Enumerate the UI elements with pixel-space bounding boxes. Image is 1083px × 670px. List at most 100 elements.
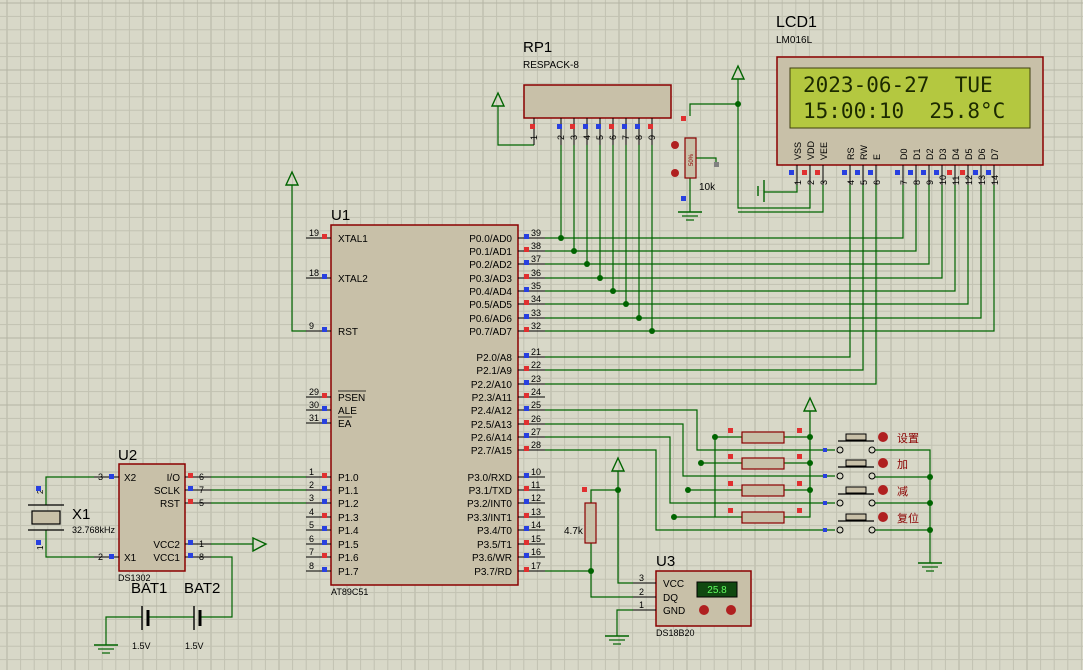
u3-pin-number: 1 bbox=[639, 600, 644, 610]
switch-knob-icon[interactable] bbox=[878, 512, 888, 522]
u1-pin-marker bbox=[322, 553, 327, 558]
wire bbox=[291, 185, 306, 332]
button-2[interactable]: 加 bbox=[728, 454, 908, 480]
button-label: 复位 bbox=[897, 511, 919, 525]
r-pullup-body bbox=[584, 502, 597, 544]
button-pin-marker bbox=[797, 508, 802, 513]
u1-pin-marker bbox=[524, 353, 529, 358]
switch-knob-icon[interactable] bbox=[878, 432, 888, 442]
u1-pin-name: ALE bbox=[338, 406, 357, 417]
u3-pin-name: DQ bbox=[663, 593, 678, 604]
bat2[interactable]: BAT2 1.5V bbox=[184, 580, 220, 651]
u1-pin-number: 24 bbox=[531, 387, 541, 397]
u3-pin-number: 3 bbox=[639, 573, 644, 583]
junction-dot bbox=[698, 460, 704, 466]
wire bbox=[616, 609, 633, 636]
u1-pin-marker bbox=[524, 274, 529, 279]
u1-pin-number: 25 bbox=[531, 400, 541, 410]
wire bbox=[200, 556, 233, 618]
u2-pin-number: 6 bbox=[199, 472, 204, 482]
rp1-pin-number: 6 bbox=[608, 135, 618, 140]
u1-pin-number: 14 bbox=[531, 520, 541, 530]
rp1-pin-marker bbox=[570, 124, 575, 129]
u1-pin-marker bbox=[524, 540, 529, 545]
wire bbox=[545, 185, 982, 319]
u1-pin-name: P3.0/RXD bbox=[468, 473, 512, 484]
u2-pin-marker bbox=[188, 499, 193, 504]
u1-pin-marker bbox=[322, 540, 327, 545]
u1-pin-number: 38 bbox=[531, 241, 541, 251]
rp1-pin-marker bbox=[583, 124, 588, 129]
junction-dot bbox=[807, 460, 813, 466]
u1-pin-name: P1.5 bbox=[338, 540, 359, 551]
u2-pin-marker bbox=[188, 540, 193, 545]
button-1[interactable]: 设置 bbox=[728, 428, 919, 454]
rp1-ref: RP1 bbox=[523, 39, 552, 56]
u1-pin-name: P3.1/TXD bbox=[469, 486, 512, 497]
lcd1-pin-number: 4 bbox=[846, 180, 856, 185]
x1-freq: 32.768kHz bbox=[72, 525, 116, 535]
junction-dot bbox=[927, 527, 933, 533]
switch-cap bbox=[845, 486, 867, 494]
u1-pin-name: P0.0/AD0 bbox=[469, 234, 512, 245]
rp1-pin-marker bbox=[557, 124, 562, 129]
u1-pin-name: P1.0 bbox=[338, 473, 359, 484]
rp1-pin-marker bbox=[530, 124, 535, 129]
u3-btn-down[interactable] bbox=[699, 605, 709, 615]
wire bbox=[784, 411, 811, 438]
u1-pin-marker bbox=[524, 234, 529, 239]
u2-pin-marker bbox=[109, 554, 114, 559]
switch-knob-icon[interactable] bbox=[878, 458, 888, 468]
rp1-pin-number: 2 bbox=[556, 135, 566, 140]
switch-cap bbox=[845, 433, 867, 441]
rp1-pin-number: 9 bbox=[647, 135, 657, 140]
lcd1[interactable]: LCD1 LM016L 2023-06-27 TUE 15:00:10 25.8… bbox=[776, 14, 1044, 185]
u1-pin-name: P3.3/INT1 bbox=[467, 513, 512, 524]
u1-pin-name: P0.3/AD3 bbox=[469, 274, 512, 285]
lcd1-line2: 15:00:10 25.8°C bbox=[803, 99, 1005, 123]
x1-crystal[interactable]: X1 32.768kHz 2 1 bbox=[28, 486, 116, 550]
u1-pin-number: 31 bbox=[309, 413, 319, 423]
wire bbox=[590, 471, 619, 503]
u1-pin-marker bbox=[322, 513, 327, 518]
wire bbox=[875, 449, 931, 563]
button-4[interactable]: 复位 bbox=[728, 508, 919, 534]
u1-pin-marker bbox=[524, 393, 529, 398]
lcd1-pin-marker bbox=[815, 170, 820, 175]
u1-pin-number: 37 bbox=[531, 254, 541, 264]
bat2-value: 1.5V bbox=[185, 641, 204, 651]
lcd1-pin-marker bbox=[802, 170, 807, 175]
rp1-pin-marker bbox=[635, 124, 640, 129]
button-3[interactable]: 减 bbox=[728, 481, 908, 507]
u1-pin-number: 29 bbox=[309, 387, 319, 397]
u1-pin-name: P1.4 bbox=[338, 526, 359, 537]
u1-pin-name: P3.2/INT0 bbox=[467, 499, 512, 510]
u1-mcu[interactable]: U1 AT89C51 19XTAL118XTAL29RST29PSEN30ALE… bbox=[306, 207, 545, 597]
potentiometer[interactable]: 50% 10k bbox=[671, 116, 719, 201]
wire bbox=[738, 185, 824, 213]
resistor-4k7[interactable]: 4.7k bbox=[564, 487, 597, 544]
button-label: 加 bbox=[897, 458, 908, 471]
u3-btn-up[interactable] bbox=[726, 605, 736, 615]
power-arrow-icon bbox=[730, 64, 746, 80]
u3-reading: 25.8 bbox=[707, 585, 727, 596]
u3-ref: U3 bbox=[656, 553, 675, 570]
u1-pin-name: P0.1/AD1 bbox=[469, 247, 512, 258]
lcd1-pin-name: VEE bbox=[819, 142, 829, 160]
u1-pin-marker bbox=[524, 526, 529, 531]
button-pin-marker bbox=[823, 501, 827, 505]
pot-probe-bottom bbox=[671, 169, 679, 177]
u2-pin-name: I/O bbox=[167, 473, 181, 484]
u1-pin-marker bbox=[524, 473, 529, 478]
lcd1-pin-marker bbox=[947, 170, 952, 175]
u1-pin-number: 32 bbox=[531, 321, 541, 331]
bat1[interactable]: BAT1 1.5V bbox=[131, 580, 167, 651]
switch-knob-icon[interactable] bbox=[878, 485, 888, 495]
